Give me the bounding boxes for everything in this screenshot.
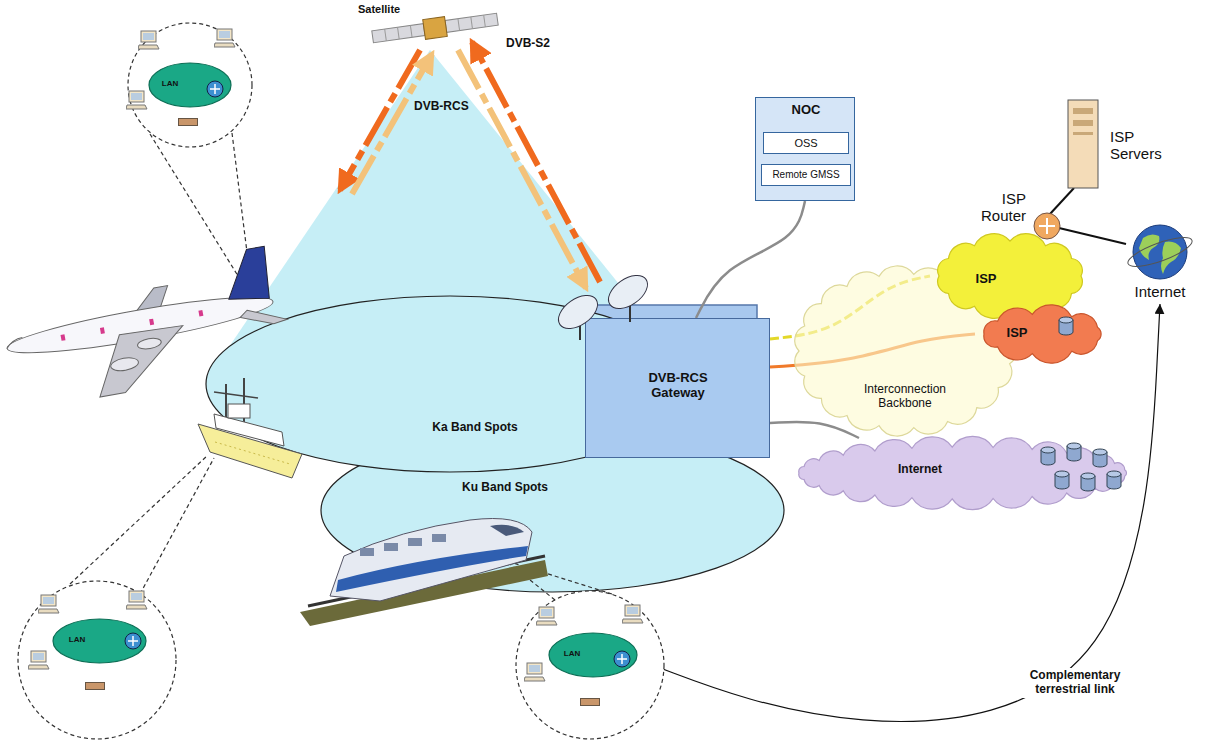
text-holder: DVB-RCS Gateway (633, 371, 723, 401)
isp-cloud: ISP (975, 305, 1110, 363)
text-holder: Interconnection Backbone (845, 383, 965, 411)
lan-ellipse-text: LAN (61, 635, 93, 644)
noc-box-text: NOC (756, 103, 856, 118)
globe-icon (1125, 225, 1195, 279)
link-label-holder: DVB-S2 (506, 37, 576, 51)
ku-band-spot-shape (321, 429, 784, 592)
connector-line (696, 201, 805, 318)
edge-label: Complementary terrestrial link (1000, 668, 1150, 698)
backbone-cloud-text: Interconnection Backbone (845, 383, 965, 411)
satellite-label-holder: Satellite (358, 3, 428, 16)
text-holder: LAN (61, 635, 93, 644)
isp-cloud-outline (930, 232, 1090, 320)
isp-cloud-text: ISP (997, 326, 1037, 341)
gateway-box: DVB-RCS Gateway (585, 318, 770, 458)
lan-ellipse-shape (149, 63, 231, 107)
text-holder: Ku Band Spots (435, 481, 575, 495)
text-holder: OSS (764, 133, 848, 153)
text-holder: Ka Band Spots (405, 421, 545, 435)
internet-cloud-text: Internet (878, 463, 962, 477)
backbone-cloud-shape (795, 266, 1017, 436)
link-label: DVB-RCS (414, 100, 494, 114)
text-holder: LAN (154, 79, 186, 88)
lan-ellipse-shape (549, 633, 637, 677)
router-label: ISP Router (958, 190, 1026, 225)
internet-cloud-outline (790, 438, 1135, 508)
internet-cloud-shape (799, 436, 1127, 509)
text-holder: LAN (556, 649, 588, 658)
lan-ellipse-shape (53, 619, 146, 663)
text-holder: Internet (1117, 283, 1203, 300)
remote-gmss-box: Remote GMSS (761, 164, 851, 186)
gateway-box-text: DVB-RCS Gateway (633, 371, 723, 401)
ka-band-spot-shape (206, 296, 694, 472)
lan-ellipse-text: LAN (154, 79, 186, 88)
edge-label-holder: Complementary terrestrial link (1000, 668, 1150, 698)
server-label: ISP Servers (1110, 128, 1182, 163)
satellite-label: Satellite (358, 3, 428, 16)
internet-globe: Internet (1125, 222, 1195, 304)
text-holder: Internet (878, 463, 962, 477)
oss-box: OSS (763, 132, 849, 154)
text-holder: NOC (756, 103, 856, 118)
router-label-holder: ISP Router (958, 190, 1026, 225)
remote-gmss-box-text: Remote GMSS (772, 169, 839, 181)
text-holder: ISP (966, 272, 1006, 287)
isp-cloud-text: ISP (966, 272, 1006, 287)
ka-band-spot-text: Ka Band Spots (405, 421, 545, 435)
link-label-holder: DVB-RCS (414, 100, 494, 114)
lan-devices (28, 29, 643, 706)
text-holder: Remote GMSS (762, 165, 850, 185)
satellite-links (340, 42, 600, 288)
ku-band-spot-text: Ku Band Spots (435, 481, 575, 495)
isp-cloud-shape (938, 234, 1083, 319)
server-label-holder: ISP Servers (1110, 128, 1182, 163)
noc-box: NOC OSS Remote GMSS (755, 97, 855, 201)
internet-cloud: Internet (790, 438, 1135, 508)
connector-line (770, 422, 859, 438)
internet-globe-text: Internet (1117, 283, 1203, 300)
lan-ellipse-text: LAN (556, 649, 588, 658)
isp-cloud: ISP (930, 232, 1090, 320)
link-label: DVB-S2 (506, 37, 576, 51)
isp-cloud-outline (975, 305, 1110, 363)
text-holder: ISP (997, 326, 1037, 341)
oss-box-text: OSS (794, 137, 817, 150)
